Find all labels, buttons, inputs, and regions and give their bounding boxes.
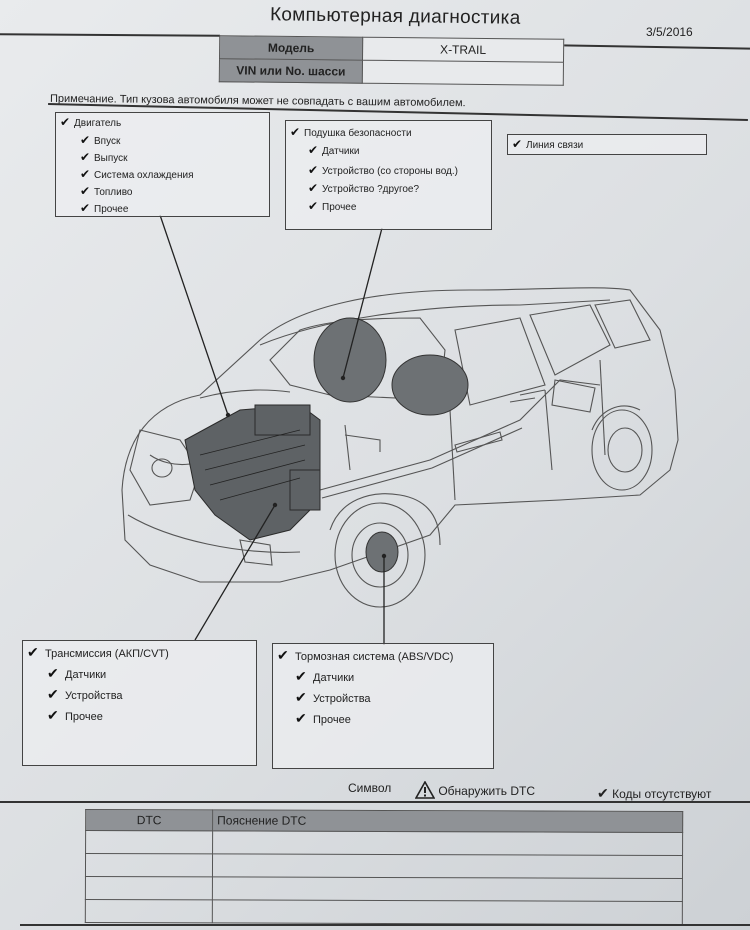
checkmark-icon: ✔ [295,668,307,684]
checkmark-icon: ✔ [308,163,319,177]
table-row [85,830,683,856]
engine-item[interactable]: ✔Прочее [80,201,129,215]
dtc-table: DTC Пояснение DTC [85,809,683,925]
airbag-box: ✔Подушка безопасности ✔Датчики ✔Устройст… [285,120,492,230]
engine-item[interactable]: ✔Впуск [80,133,121,147]
checkmark-icon: ✔ [512,137,523,151]
airbag-item[interactable]: ✔Датчики [308,143,360,157]
airbag-title: Подушка безопасности [304,128,412,139]
legend-symbol-label: Символ [348,781,392,795]
checkmark-icon: ✔ [80,201,91,215]
transmission-box: ✔ Трансмиссия (АКП/CVT) ✔Датчики ✔Устройс… [22,640,257,766]
checkmark-icon: ✔ [60,115,71,129]
comm-line-row[interactable]: ✔Линия связи [512,137,583,151]
checkmark-icon: ✔ [27,644,39,660]
brake-title: Тормозная система (ABS/VDC) [295,651,454,663]
legend-ok-label: Коды отсутствуют [612,787,712,801]
checkmark-icon: ✔ [308,143,319,157]
brake-item[interactable]: ✔Датчики [295,668,355,684]
engine-item[interactable]: ✔Топливо [80,184,133,198]
checkmark-icon: ✔ [597,785,609,801]
engine-item[interactable]: ✔Выпуск [80,150,128,164]
legend-warning: Обнаружить DTC [414,780,535,799]
engine-box: ✔Двигатель ✔Впуск ✔Выпуск ✔Система охлаж… [55,112,270,217]
comm-line-title: Линия связи [526,140,584,151]
table-row [85,899,683,925]
legend-divider [0,801,750,803]
airbag-title-row[interactable]: ✔Подушка безопасности [290,125,412,139]
checkmark-icon: ✔ [295,689,307,705]
checkmark-icon: ✔ [47,686,59,702]
table-row [85,876,683,902]
brake-box: ✔ Тормозная система (ABS/VDC) ✔Датчики ✔У… [272,643,494,769]
transmission-item[interactable]: ✔Устройства [47,686,123,702]
legend-ok: ✔ Коды отсутствуют [597,785,711,802]
engine-item[interactable]: ✔Система охлаждения [80,167,194,181]
report-date: 3/5/2016 [646,25,693,39]
transmission-item[interactable]: ✔Прочее [47,707,103,723]
airbag-item[interactable]: ✔Устройство ?другое? [308,181,420,195]
dtc-explanation-column-header: Пояснение DTC [212,809,683,833]
brake-item[interactable]: ✔Прочее [295,710,351,726]
checkmark-icon: ✔ [80,167,91,181]
brake-title-row[interactable]: ✔ Тормозная система (ABS/VDC) [277,647,453,664]
checkmark-icon: ✔ [308,181,319,195]
footer-divider [20,924,750,926]
transmission-title-row[interactable]: ✔ Трансмиссия (АКП/CVT) [27,644,169,661]
dtc-header-row: DTC Пояснение DTC [85,809,683,833]
table-row [85,853,683,879]
checkmark-icon: ✔ [308,199,319,213]
airbag-item[interactable]: ✔Устройство (со стороны вод.) [308,163,459,177]
checkmark-icon: ✔ [80,150,91,164]
transmission-item[interactable]: ✔Датчики [47,665,107,681]
checkmark-icon: ✔ [47,707,59,723]
checkmark-icon: ✔ [80,184,91,198]
transmission-title: Трансмиссия (АКП/CVT) [45,648,169,660]
checkmark-icon: ✔ [295,710,307,726]
engine-title: Двигатель [74,118,122,129]
checkmark-icon: ✔ [277,647,289,663]
legend-warning-label: Обнаружить DTC [438,784,535,798]
warning-triangle-icon [414,780,436,799]
engine-title-row[interactable]: ✔Двигатель [60,115,121,129]
checkmark-icon: ✔ [290,125,301,139]
dtc-column-header: DTC [85,809,213,831]
airbag-item[interactable]: ✔Прочее [308,199,357,213]
comm-line-box: ✔Линия связи [507,134,707,155]
checkmark-icon: ✔ [80,133,91,147]
brake-item[interactable]: ✔Устройства [295,689,371,705]
checkmark-icon: ✔ [47,665,59,681]
